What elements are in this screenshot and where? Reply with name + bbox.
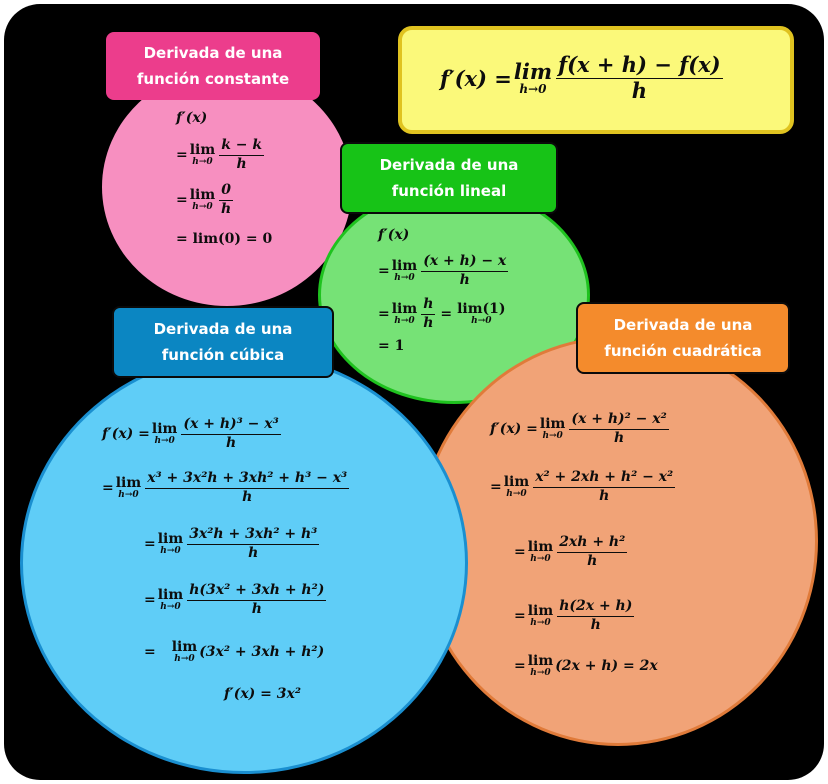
main-formula-lhs: f′(x) =: [440, 65, 512, 91]
main-formula-lim: lim h→0: [513, 59, 553, 96]
cubica-title: Derivada de una función cúbica: [112, 306, 334, 378]
main-formula-box: [398, 26, 794, 134]
diagram-board: f′(x) = lim h→0 f(x + h) − f(x) h Deriva…: [4, 4, 824, 780]
cuadratica-title: Derivada de una función cuadrática: [576, 302, 790, 374]
constante-circle: [102, 68, 352, 306]
cubica-result: f′(x) = 3x²: [224, 686, 302, 702]
main-formula: f′(x) = lim h→0 f(x + h) − f(x) h: [440, 46, 725, 110]
cuadratica-circle: [418, 336, 818, 746]
lineal-title: Derivada de una función lineal: [340, 142, 558, 214]
cubica-circle: [20, 352, 468, 774]
constante-title: Derivada de una función constante: [106, 32, 320, 100]
main-formula-fraction: f(x + h) − f(x) h: [556, 51, 723, 103]
